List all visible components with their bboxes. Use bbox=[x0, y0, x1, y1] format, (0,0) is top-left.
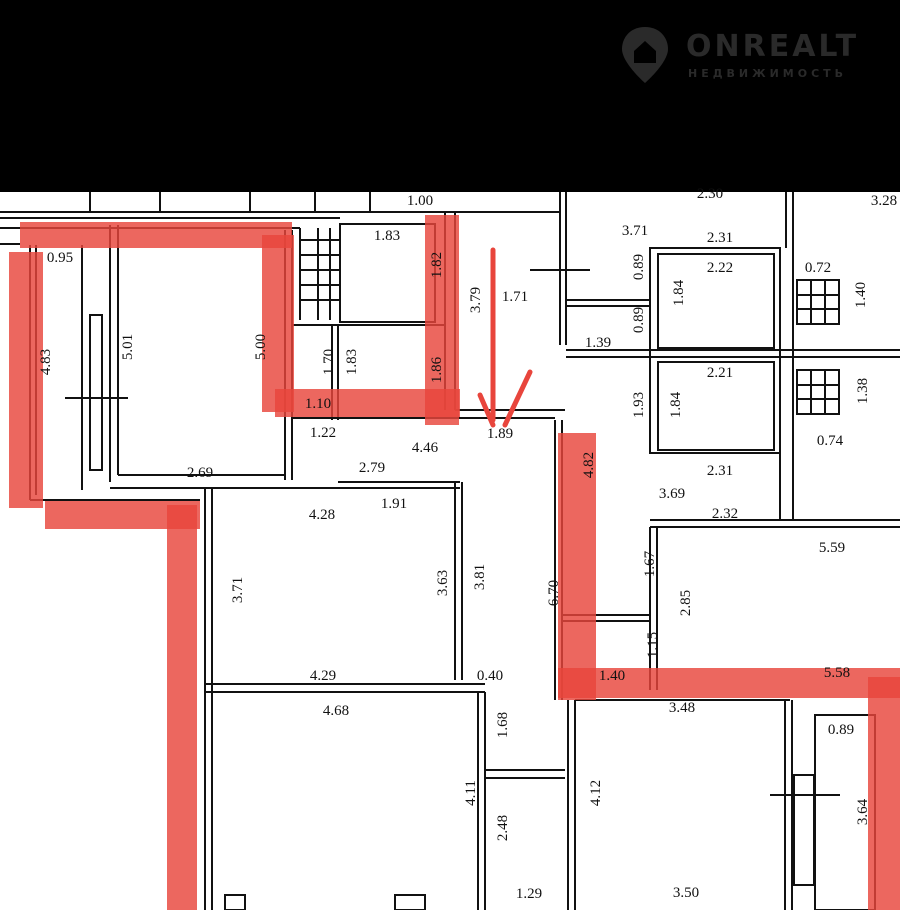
dimension-label: 2.69 bbox=[187, 465, 213, 481]
dimension-label: 2.21 bbox=[707, 365, 733, 381]
dimension-label: 0.40 bbox=[477, 668, 503, 684]
dimension-label: 2.48 bbox=[495, 815, 511, 841]
dimension-label: 3.81 bbox=[472, 564, 488, 590]
dimension-label: 1.93 bbox=[631, 392, 647, 418]
dimension-label: 1.83 bbox=[374, 228, 400, 244]
dimension-label: 0.72 bbox=[805, 260, 831, 276]
dimension-label: 4.11 bbox=[463, 780, 479, 806]
red-highlights bbox=[9, 215, 900, 910]
dimension-labels: 1.00 2.30 3.28 0.95 1.83 1.82 3.79 1.71 3.71 2.31… bbox=[38, 186, 897, 902]
dimension-label: 1.29 bbox=[516, 886, 542, 902]
dimension-label: 3.64 bbox=[855, 798, 871, 825]
dimension-label: 1.40 bbox=[599, 668, 625, 684]
dimension-label: 1.15 bbox=[645, 632, 661, 658]
dimension-label: 1.83 bbox=[344, 349, 360, 375]
dimension-label: 1.00 bbox=[407, 193, 433, 209]
logo: ONREALT НЕДВИЖИМОСТЬ bbox=[620, 25, 880, 85]
dimension-label: 1.68 bbox=[495, 712, 511, 738]
top-black-band bbox=[0, 0, 900, 192]
dimension-label: 0.95 bbox=[47, 250, 73, 266]
dimension-label: 1.38 bbox=[855, 378, 871, 404]
dimension-label: 2.79 bbox=[359, 460, 385, 476]
dimension-label: 3.71 bbox=[622, 223, 648, 239]
dimension-label: 4.28 bbox=[309, 507, 335, 523]
map-pin-house-icon bbox=[622, 27, 668, 83]
dimension-label: 4.29 bbox=[310, 668, 336, 684]
dimension-label: 1.91 bbox=[381, 496, 407, 512]
dimension-label: 1.86 bbox=[429, 356, 445, 383]
dimension-label: 1.82 bbox=[429, 252, 445, 278]
dimension-label: 6.70 bbox=[546, 580, 562, 606]
dimension-label: 5.01 bbox=[120, 334, 136, 360]
dimension-label: 2.30 bbox=[697, 186, 723, 202]
dimension-label: 5.58 bbox=[824, 665, 850, 681]
dimension-label: 4.12 bbox=[588, 780, 604, 806]
dimension-label: 1.70 bbox=[321, 349, 337, 375]
dimension-label: 2.22 bbox=[707, 260, 733, 276]
dimension-label: 5.00 bbox=[253, 334, 269, 360]
dimension-label: 0.74 bbox=[817, 433, 844, 449]
dimension-label: 3.69 bbox=[659, 486, 685, 502]
dimension-label: 0.89 bbox=[631, 307, 647, 333]
dimension-label: 1.71 bbox=[502, 289, 528, 305]
dimension-label: 1.40 bbox=[853, 282, 869, 308]
dimension-label: 4.46 bbox=[412, 440, 439, 456]
logo-brand: ONREALT bbox=[686, 29, 860, 64]
dimension-label: 3.63 bbox=[435, 570, 451, 596]
dimension-label: 1.67 bbox=[642, 550, 658, 577]
dimension-label: 5.59 bbox=[819, 540, 845, 556]
dimension-label: 2.31 bbox=[707, 230, 733, 246]
dimension-label: 1.84 bbox=[668, 391, 684, 418]
dimension-label: 4.83 bbox=[38, 349, 54, 375]
dimension-label: 4.68 bbox=[323, 703, 349, 719]
dimension-label: 2.32 bbox=[712, 506, 738, 522]
dimension-label: 3.48 bbox=[669, 700, 695, 716]
dimension-label: 1.39 bbox=[585, 335, 611, 351]
dimension-label: 3.28 bbox=[871, 193, 897, 209]
dimension-label: 2.85 bbox=[678, 590, 694, 616]
dimension-label: 1.10 bbox=[305, 396, 331, 412]
dimension-label: 3.50 bbox=[673, 885, 699, 901]
dimension-label: 3.79 bbox=[468, 287, 484, 313]
dimension-label: 1.22 bbox=[310, 425, 336, 441]
dimension-label: 0.89 bbox=[828, 722, 854, 738]
dimension-label: 0.89 bbox=[631, 254, 647, 280]
logo-subtitle: НЕДВИЖИМОСТЬ bbox=[688, 67, 848, 80]
dimension-label: 1.89 bbox=[487, 426, 513, 442]
red-arrow-icon bbox=[477, 247, 533, 428]
dimension-label: 2.31 bbox=[707, 463, 733, 479]
dimension-label: 1.84 bbox=[671, 279, 687, 306]
dimension-label: 4.82 bbox=[581, 452, 597, 478]
dimension-label: 3.71 bbox=[230, 577, 246, 603]
